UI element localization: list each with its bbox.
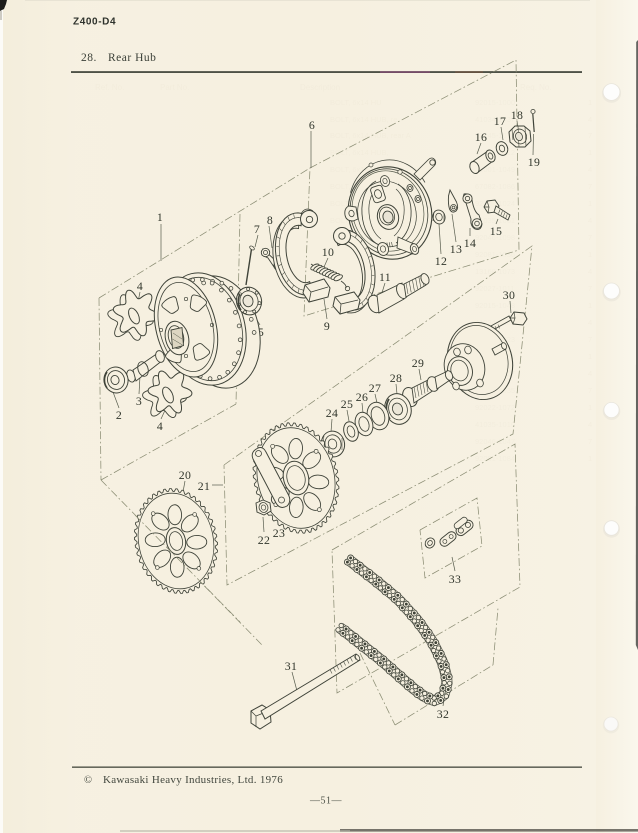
svg-text:92015-1000: 92015-1000: [475, 98, 515, 107]
svg-text:92081-1036: 92081-1036: [475, 250, 515, 259]
svg-text:24: 24: [326, 406, 338, 420]
svg-text:BOLT, 6x14 HUB, rear: BOLT, 6x14 HUB, rear: [330, 165, 405, 174]
svg-text:92045-1074: 92045-1074: [475, 131, 515, 140]
svg-text:21: 21: [198, 479, 210, 493]
svg-text:12: 12: [435, 254, 447, 268]
svg-text:4: 4: [588, 216, 592, 225]
svg-text:7: 7: [254, 222, 260, 236]
svg-text:13168-1073: 13168-1073: [475, 267, 515, 276]
svg-text:92046-1098: 92046-1098: [475, 233, 515, 242]
svg-text:1: 1: [157, 210, 163, 224]
svg-text:30: 30: [503, 288, 515, 302]
svg-text:BOLT, 6x14 HUB, re: BOLT, 6x14 HUB, re: [330, 115, 397, 124]
svg-text:4: 4: [588, 369, 592, 378]
svg-text:4: 4: [137, 279, 143, 293]
svg-text:7: 7: [588, 233, 592, 242]
svg-text:41035-1010: 41035-1010: [475, 420, 515, 429]
svg-text:92001-1049: 92001-1049: [475, 165, 515, 174]
svg-text:28.: 28.: [81, 52, 97, 64]
svg-text:©: ©: [84, 775, 92, 786]
svg-text:Req. No.: Req. No.: [520, 83, 552, 92]
svg-text:9: 9: [324, 319, 330, 333]
svg-text:1: 1: [588, 352, 592, 361]
svg-text:15: 15: [490, 224, 502, 238]
svg-text:28: 28: [390, 371, 402, 385]
svg-text:55012-1012: 55012-1012: [475, 148, 515, 157]
svg-text:16: 16: [475, 130, 487, 144]
svg-text:92015-1048: 92015-1048: [475, 301, 515, 310]
svg-text:4: 4: [588, 318, 592, 327]
svg-text:Part No.: Part No.: [160, 83, 189, 92]
svg-text:41034-1085: 41034-1085: [475, 318, 515, 327]
svg-text:29: 29: [412, 356, 424, 370]
svg-text:17: 17: [494, 114, 506, 128]
svg-text:7: 7: [588, 335, 592, 344]
svg-text:19: 19: [528, 155, 540, 169]
svg-text:6: 6: [309, 118, 315, 132]
svg-text:25: 25: [341, 397, 353, 411]
svg-text:10: 10: [322, 245, 334, 259]
svg-text:23: 23: [273, 526, 285, 540]
svg-text:Description: Description: [300, 83, 340, 92]
svg-text:4: 4: [588, 115, 592, 124]
svg-text:1: 1: [588, 301, 592, 310]
svg-text:1: 1: [588, 98, 592, 107]
svg-text:5: 5: [258, 325, 264, 339]
svg-text:2: 2: [116, 408, 122, 422]
svg-text:4: 4: [588, 420, 592, 429]
svg-text:41035-1061: 41035-1061: [475, 216, 515, 225]
svg-text:7: 7: [588, 437, 592, 446]
svg-text:4: 4: [588, 165, 592, 174]
svg-text:92022-1072: 92022-1072: [475, 403, 515, 412]
svg-text:92046-1047: 92046-1047: [475, 437, 515, 446]
svg-text:27: 27: [369, 381, 381, 395]
svg-text:22: 22: [258, 533, 270, 547]
svg-text:31: 31: [285, 659, 297, 673]
svg-text:26: 26: [356, 390, 368, 404]
svg-text:4: 4: [588, 267, 592, 276]
svg-text:7: 7: [588, 386, 592, 395]
svg-text:1: 1: [588, 148, 592, 157]
svg-text:92081-1084: 92081-1084: [475, 454, 515, 463]
svg-text:41034-1037: 41034-1037: [475, 115, 515, 124]
svg-text:Ref. No.: Ref. No.: [95, 83, 124, 92]
svg-text:32: 32: [437, 707, 449, 721]
svg-text:18: 18: [511, 108, 523, 122]
svg-text:33: 33: [449, 572, 461, 586]
svg-text:1: 1: [588, 250, 592, 259]
svg-text:20: 20: [179, 468, 191, 482]
svg-text:—51—: —51—: [309, 796, 343, 807]
svg-text:1: 1: [588, 199, 592, 208]
svg-text:7: 7: [588, 284, 592, 293]
svg-text:1: 1: [588, 454, 592, 463]
svg-text:BOLT, 6x14 HUB,: BOLT, 6x14 HUB,: [330, 148, 389, 157]
svg-text:11: 11: [379, 270, 391, 284]
svg-text:BOLT, 6x14 HUB, rear A: BOLT, 6x14 HUB, rear A: [330, 131, 411, 140]
svg-text:14: 14: [464, 236, 476, 250]
svg-text:BOLT, 6x14 HU: BOLT, 6x14 HU: [330, 98, 382, 107]
svg-text:7: 7: [588, 182, 592, 191]
svg-text:Z400-D4: Z400-D4: [73, 17, 116, 28]
svg-text:3: 3: [136, 394, 142, 408]
svg-text:Rear Hub: Rear Hub: [108, 52, 156, 64]
svg-text:7: 7: [588, 131, 592, 140]
svg-text:Kawasaki Heavy Industries, Lt: Kawasaki Heavy Industries, Ltd. 1976: [103, 774, 283, 786]
svg-text:1: 1: [588, 403, 592, 412]
svg-text:67082-1086: 67082-1086: [475, 182, 515, 191]
svg-text:4: 4: [157, 419, 163, 433]
svg-text:8: 8: [267, 213, 273, 227]
svg-text:13: 13: [450, 242, 462, 256]
